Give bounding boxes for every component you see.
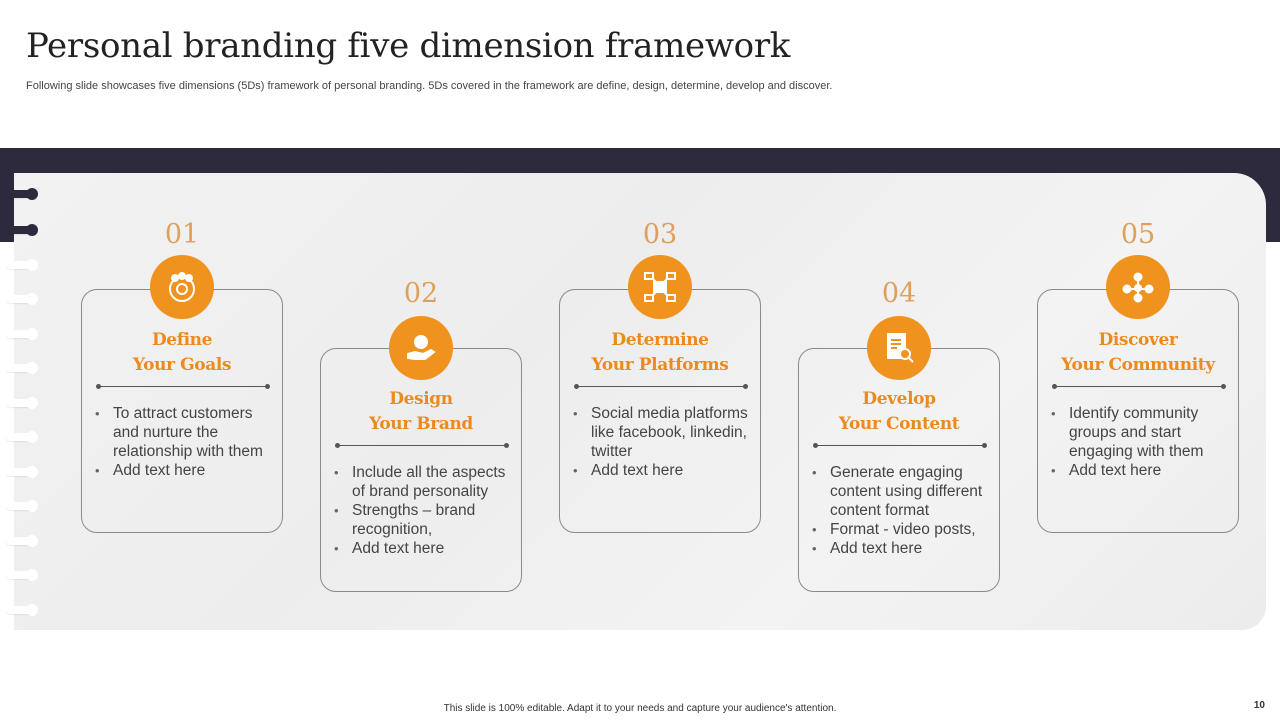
- bullet-item: Generate engaging content using differen…: [809, 463, 995, 520]
- step-bullets: Identify community groups and start enga…: [1048, 404, 1234, 480]
- ring: [6, 604, 38, 616]
- ring: [6, 188, 38, 200]
- footer-note: This slide is 100% editable. Adapt it to…: [443, 703, 837, 714]
- step-bullets: To attract customers and nurture the rel…: [92, 404, 278, 480]
- step-title-line: Your Goals: [132, 355, 232, 375]
- divider: [574, 384, 748, 389]
- step-card: Determine Your Platforms Social media pl…: [559, 289, 761, 533]
- step-title-line: Your Brand: [369, 414, 473, 434]
- bullet-item: Add text here: [331, 539, 517, 558]
- ring: [6, 224, 38, 236]
- step-card: Develop Your Content Generate engaging c…: [798, 348, 1000, 592]
- divider: [1052, 384, 1226, 389]
- step-title: Develop Your Content: [799, 387, 999, 437]
- step-title-line: Develop: [862, 389, 936, 409]
- step-title: Design Your Brand: [321, 387, 521, 437]
- step-number: 02: [403, 278, 439, 309]
- step-number: 05: [1120, 219, 1156, 250]
- step-bullets: Social media platforms like facebook, li…: [570, 404, 756, 480]
- ring: [6, 293, 38, 305]
- ring: [6, 328, 38, 340]
- step-title-line: Design: [389, 389, 453, 409]
- bullet-item: Strengths – brand recognition,: [331, 501, 517, 539]
- bullet-item: Social media platforms like facebook, li…: [570, 404, 756, 461]
- divider: [813, 443, 987, 448]
- ring: [6, 259, 38, 271]
- page-subtitle: Following slide showcases five dimension…: [26, 80, 833, 92]
- ring: [6, 362, 38, 374]
- step-card: Design Your Brand Include all the aspect…: [320, 348, 522, 592]
- page-number: 10: [1253, 700, 1265, 711]
- community-network-icon: [1106, 255, 1170, 319]
- step-title: Determine Your Platforms: [560, 328, 760, 378]
- bullet-item: Add text here: [92, 461, 278, 480]
- step-title-line: Your Platforms: [591, 355, 729, 375]
- step-title-line: Determine: [611, 330, 709, 350]
- step-number: 04: [881, 278, 917, 309]
- step-title-line: Your Community: [1061, 355, 1215, 375]
- ring: [6, 500, 38, 512]
- ring: [6, 466, 38, 478]
- platforms-network-icon: [628, 255, 692, 319]
- page-title: Personal branding five dimension framewo…: [26, 26, 791, 66]
- step-bullets: Include all the aspects of brand persona…: [331, 463, 517, 558]
- step-number: 01: [164, 219, 200, 250]
- document-search-icon: [867, 316, 931, 380]
- step-title: Define Your Goals: [82, 328, 282, 378]
- step-title-line: Define: [151, 330, 213, 350]
- target-team-icon: [150, 255, 214, 319]
- step-card: Discover Your Community Identify communi…: [1037, 289, 1239, 533]
- ring: [6, 535, 38, 547]
- ring: [6, 431, 38, 443]
- bullet-item: Add text here: [570, 461, 756, 480]
- ring: [6, 569, 38, 581]
- step-title-line: Discover: [1098, 330, 1178, 350]
- bullet-item: Include all the aspects of brand persona…: [331, 463, 517, 501]
- brand-hand-icon: [389, 316, 453, 380]
- ring: [6, 397, 38, 409]
- bullet-item: Add text here: [809, 539, 995, 558]
- divider: [335, 443, 509, 448]
- bullet-item: Identify community groups and start enga…: [1048, 404, 1234, 461]
- bullet-item: Format - video posts,: [809, 520, 995, 539]
- step-title: Discover Your Community: [1038, 328, 1238, 378]
- notebook-paper: [14, 173, 1266, 630]
- bullet-item: Add text here: [1048, 461, 1234, 480]
- step-card: Define Your Goals To attract customers a…: [81, 289, 283, 533]
- step-bullets: Generate engaging content using differen…: [809, 463, 995, 558]
- step-title-line: Your Content: [838, 414, 960, 434]
- divider: [96, 384, 270, 389]
- step-number: 03: [642, 219, 678, 250]
- bullet-item: To attract customers and nurture the rel…: [92, 404, 278, 461]
